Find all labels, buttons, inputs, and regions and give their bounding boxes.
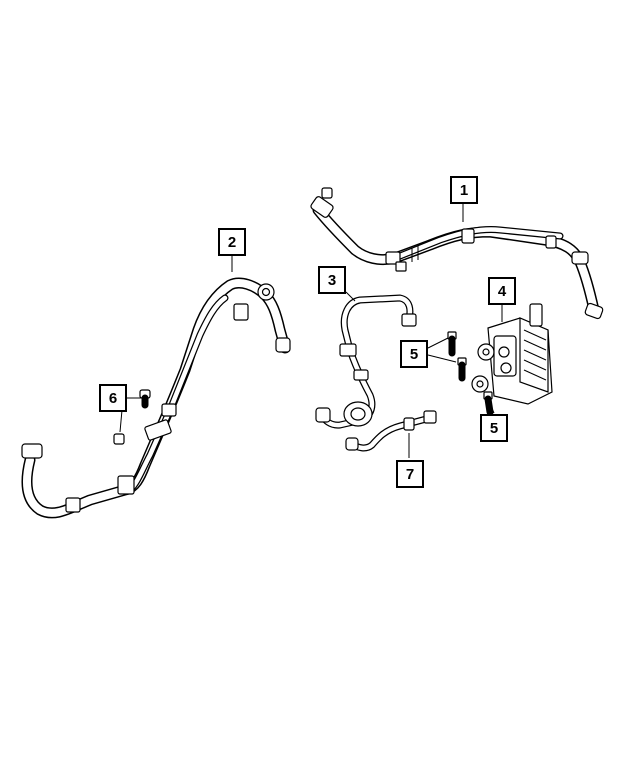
part-6-fastener-upper[interactable] [139, 389, 151, 409]
part-1-coolant-hose[interactable] [310, 187, 604, 320]
part-5-bolt-middle[interactable] [457, 357, 467, 382]
part-7-cooler-line[interactable] [345, 410, 437, 452]
callout-4[interactable]: 4 [488, 277, 516, 305]
part-5-bolt-upper[interactable] [447, 331, 457, 357]
part-5-bolt-lower[interactable] [483, 391, 494, 416]
part-4-oil-cooler[interactable] [471, 303, 553, 405]
part-6-fastener-lower[interactable] [113, 433, 125, 445]
callout-2[interactable]: 2 [218, 228, 246, 256]
callout-3[interactable]: 3 [318, 266, 346, 294]
part-3-cooler-line[interactable] [315, 294, 417, 429]
callout-7[interactable]: 7 [396, 460, 424, 488]
callout-5-upper[interactable]: 5 [400, 340, 428, 368]
callout-6[interactable]: 6 [99, 384, 127, 412]
leader-lines [119, 203, 503, 458]
part-2-coolant-hose[interactable] [21, 277, 291, 519]
callout-1[interactable]: 1 [450, 176, 478, 204]
callout-5-lower[interactable]: 5 [480, 414, 508, 442]
